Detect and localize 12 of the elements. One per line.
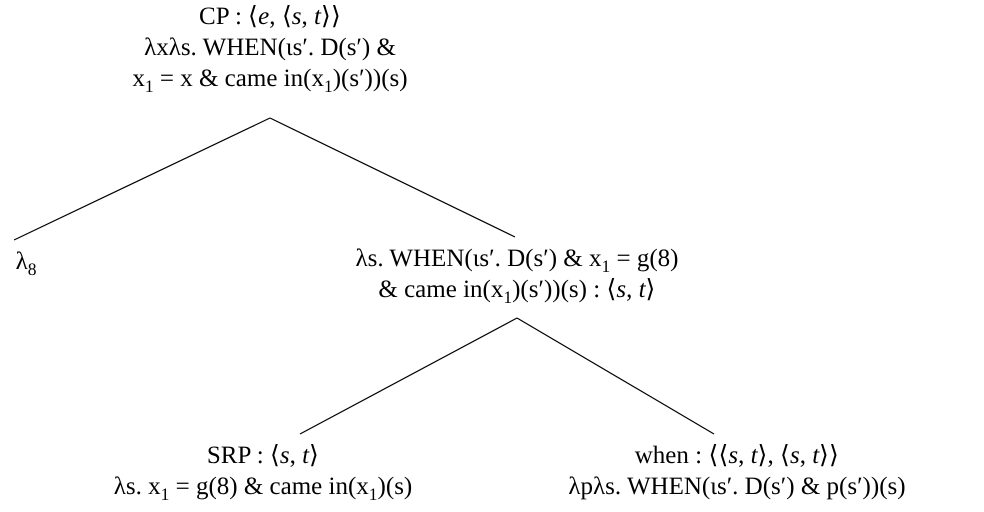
semantic-formula: λs. WHEN(ιs′. D(s′) & x$_{1}$ = g(8) & came in(x$_{1}$)(s′))(s) : ⟨s, t⟩ (354, 244, 680, 305)
semantic-formula: λpλs. WHEN(ιs′. D(s′) & p(s′))(s) (567, 472, 907, 502)
semantic-formula: λs. x$_{1}$ = g(8) & came in(x$_{1}$)(s) (112, 472, 414, 502)
node-label: CP : ⟨e, ⟨s, t⟩⟩ (198, 2, 342, 32)
tree-branch (300, 317, 518, 435)
tree-branch (270, 117, 516, 238)
semantic-formula: λxλs. WHEN(ιs′. D(s′) & x$_{1}$ = x & came in(x$_{1}$)(s′))(s) (131, 33, 409, 94)
tree-branch (516, 317, 714, 435)
node-label: SRP : ⟨s, t⟩ (206, 441, 320, 471)
node-label: when : ⟨⟨s, t⟩, ⟨s, t⟩⟩ (634, 441, 840, 471)
semantic-formula: λ$_{8}$ (14, 247, 38, 277)
tree-branch (14, 117, 270, 241)
